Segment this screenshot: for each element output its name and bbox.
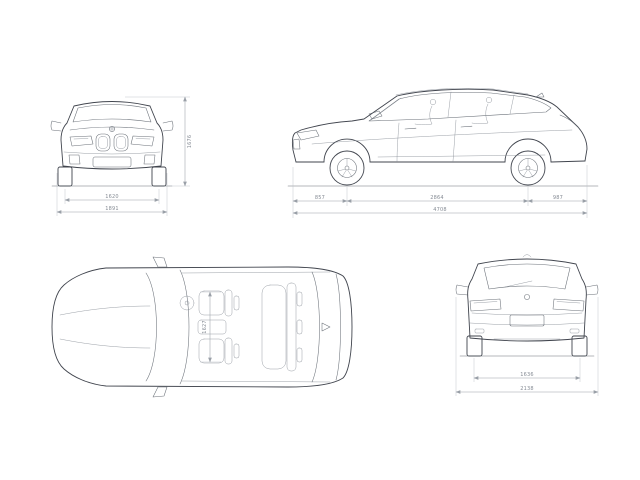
top-dimensions: 1627	[200, 291, 221, 363]
side-length-label: 4708	[433, 207, 447, 213]
side-front-wheel-arch	[323, 138, 371, 163]
top-hood-crease-upper	[59, 305, 151, 316]
front-height-dim-label: 1676	[187, 135, 193, 149]
side-front-wheel	[329, 150, 365, 186]
side-sill-crease	[377, 154, 546, 158]
front-extension-lines	[56, 96, 190, 216]
side-extension-lines	[292, 165, 588, 218]
rear-tailgate-seam-lower	[469, 322, 585, 326]
rear-track-label: 1636	[520, 372, 534, 378]
front-right-headlight	[130, 135, 155, 147]
front-left-headlight-detail	[73, 138, 89, 140]
front-width-dim-label: 1891	[105, 206, 119, 212]
front-car-drawing	[50, 101, 174, 187]
side-dimensions: 857 2864 987 4708	[292, 165, 588, 218]
rear-right-mirror	[585, 284, 599, 296]
top-tailgate-arc	[335, 273, 341, 381]
side-front-seat	[414, 98, 437, 125]
top-steering-wheel	[179, 295, 195, 311]
rear-extension-lines	[455, 297, 599, 396]
front-grille-right-inner	[116, 136, 126, 149]
front-windshield	[72, 104, 152, 123]
front-left-side-intake	[68, 154, 81, 165]
rear-left-mirror	[455, 284, 469, 296]
side-a-pillar	[370, 97, 402, 121]
top-rear-window-arc	[311, 271, 320, 383]
rear-view: 1636 2138	[455, 254, 599, 396]
rear-width-mirrors-label: 2138	[520, 386, 534, 392]
rear-left-taillight	[469, 298, 502, 312]
side-view: 857 2864 987 4708	[287, 88, 599, 218]
top-cabin-width-label: 1627	[202, 320, 208, 334]
side-rear-door-line	[452, 119, 457, 162]
front-left-headlight	[69, 135, 94, 147]
rear-taillight-details	[473, 301, 581, 304]
rear-left-reflector	[474, 328, 485, 334]
rear-window	[483, 263, 571, 290]
side-underbody	[295, 160, 586, 163]
top-right-mirror	[152, 386, 168, 398]
side-window-band	[368, 92, 552, 122]
side-car-drawing	[287, 88, 599, 187]
rear-antenna-fin	[522, 254, 532, 258]
top-car-drawing	[51, 256, 353, 398]
front-bumper-crease	[63, 151, 161, 155]
side-headlight	[296, 129, 320, 141]
front-grille-right-kidney	[113, 133, 129, 152]
front-grille-left-kidney	[95, 133, 111, 152]
top-antenna-fin	[321, 322, 331, 332]
side-c-pillar	[509, 94, 515, 115]
top-rear-bench	[261, 282, 303, 372]
bmw-roundel-icon	[109, 126, 115, 132]
rear-body-outline	[467, 258, 587, 342]
front-right-side-intake	[143, 154, 156, 165]
rear-right-reflector	[569, 328, 580, 334]
side-front-door-line	[396, 122, 400, 162]
side-b-pillar	[447, 91, 452, 118]
top-left-mirror	[152, 256, 168, 268]
side-door-handles	[404, 125, 473, 130]
top-windshield-base-arc	[145, 272, 157, 382]
front-dimensions: 1676 1620 1891	[56, 96, 193, 216]
rear-right-taillight	[552, 298, 585, 312]
rear-wiper	[504, 280, 533, 288]
top-view: 1627	[51, 256, 353, 398]
bmw-roundel-rear-icon	[524, 294, 530, 300]
side-antenna-fin	[535, 92, 545, 98]
front-right-headlight-detail	[135, 138, 151, 140]
side-rear-overhang-label: 987	[553, 195, 563, 201]
side-front-overhang-label: 857	[315, 195, 325, 201]
front-body-outline	[60, 101, 164, 170]
top-windshield-top-arc	[179, 269, 190, 385]
front-left-mirror	[50, 120, 62, 132]
rear-license-plate	[509, 314, 545, 327]
front-view: 1676 1620 1891	[50, 96, 193, 216]
front-right-mirror	[162, 120, 174, 132]
front-grille-left-inner	[98, 136, 108, 149]
top-center-console	[197, 319, 227, 335]
side-taillight	[559, 114, 581, 131]
side-grille-edge	[292, 138, 301, 150]
side-rear-seat	[471, 96, 493, 124]
front-track-dim-label: 1620	[105, 194, 119, 200]
rear-dimensions: 1636 2138	[455, 297, 599, 396]
front-lower-intake	[92, 156, 132, 168]
side-rear-wheel	[510, 150, 546, 186]
side-wheelbase-label: 2864	[430, 195, 444, 201]
top-hood-crease-lower	[59, 338, 151, 349]
top-body-outline	[51, 266, 353, 388]
rear-car-drawing	[455, 254, 599, 357]
top-roof-rails	[181, 271, 331, 383]
side-roof-rail	[395, 88, 529, 96]
side-mirror	[368, 110, 383, 120]
side-rear-wheel-arch	[504, 138, 552, 163]
